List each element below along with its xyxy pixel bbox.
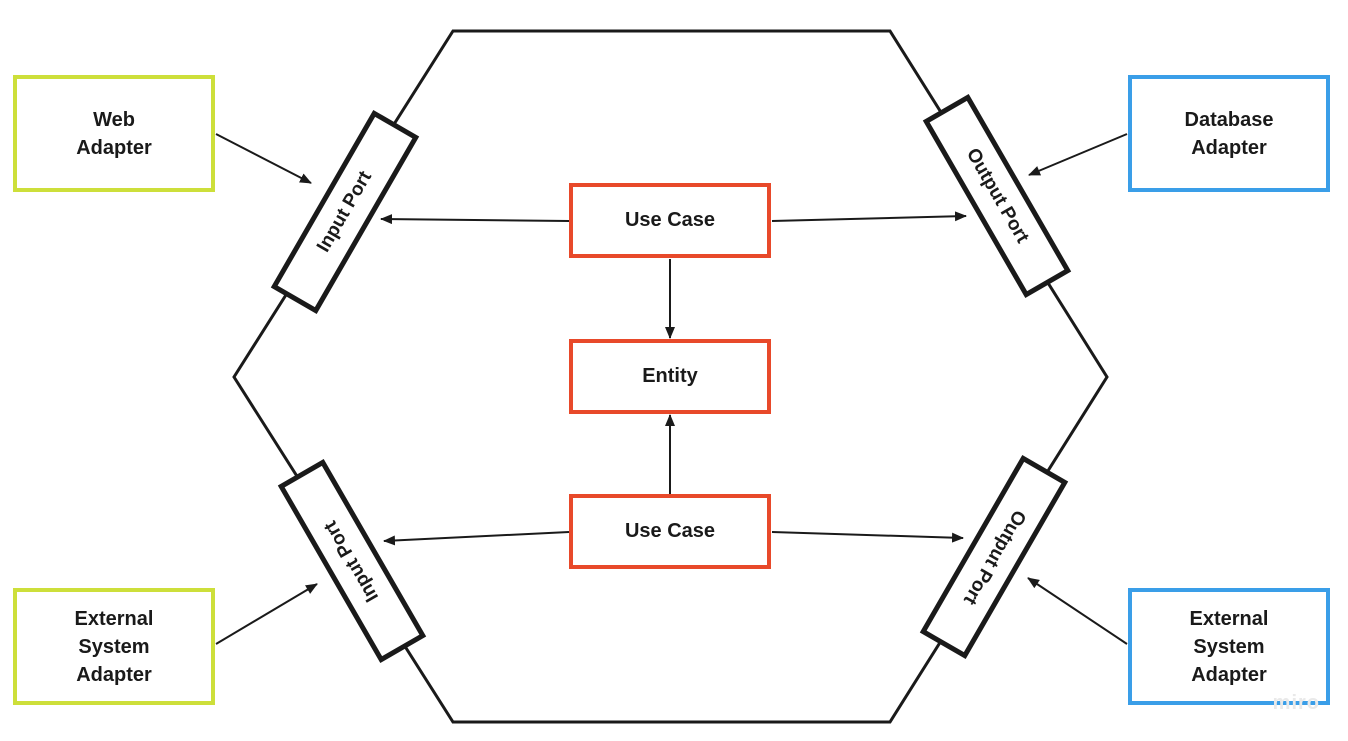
arrow-use-case-top-to-input-port [380,214,570,225]
entity-box[interactable] [569,339,771,414]
arrow-external-left-to-input-port [215,583,318,645]
output-port-bottom-box[interactable] [919,454,1069,660]
output-port-top-box[interactable] [922,93,1072,299]
database-adapter-box[interactable] [1128,75,1330,192]
external-system-adapter-left-box[interactable] [13,588,215,705]
arrow-web-adapter-to-input-port [215,133,312,184]
input-port-top-box[interactable] [270,109,420,315]
external-system-adapter-right-box[interactable] [1128,588,1330,705]
arrow-database-adapter-to-output-port [1028,133,1128,176]
use-case-bottom-box[interactable] [569,494,771,569]
miro-watermark: miro [1272,692,1320,714]
arrow-use-case-bottom-to-input-port [383,531,570,546]
input-port-bottom-box[interactable] [277,458,427,664]
use-case-top-box[interactable] [569,183,771,258]
arrow-use-case-top-to-output-port [771,211,967,222]
web-adapter-box[interactable] [13,75,215,192]
hexagon-boundary [232,29,1109,724]
arrow-external-right-to-output-port [1027,577,1128,645]
arrow-use-case-bottom-to-output-port [771,531,964,543]
